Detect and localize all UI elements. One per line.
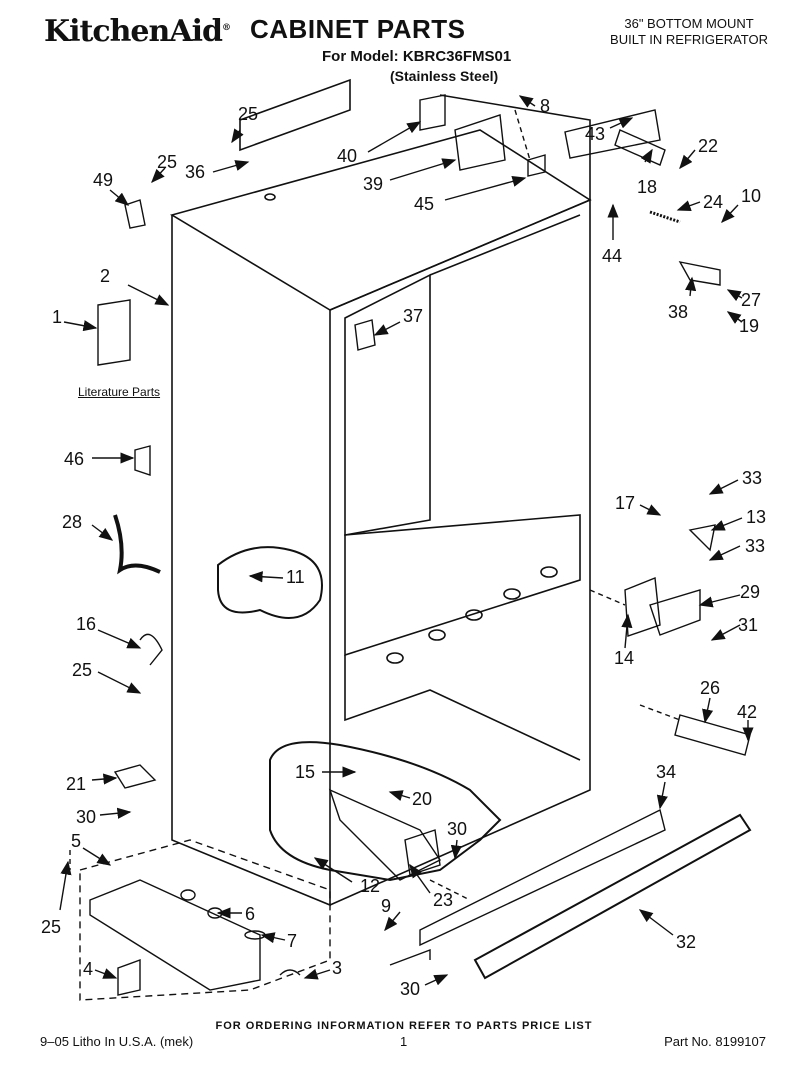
callout-43: 43 (585, 124, 605, 144)
callout-22: 22 (698, 136, 718, 156)
callout-1: 1 (52, 307, 62, 327)
callout-46: 46 (64, 449, 84, 469)
callout-44: 44 (602, 246, 622, 266)
callout-23: 23 (433, 890, 453, 910)
callout-36: 36 (185, 162, 205, 182)
callout-6: 6 (245, 904, 255, 924)
callout-10: 10 (741, 186, 761, 206)
callout-5: 5 (71, 831, 81, 851)
callout-17: 17 (615, 493, 635, 513)
callout-25: 25 (157, 152, 177, 172)
callout-28: 28 (62, 512, 82, 532)
callout-4: 4 (83, 959, 93, 979)
callout-20: 20 (412, 789, 432, 809)
callout-30: 30 (447, 819, 467, 839)
callout-7: 7 (287, 931, 297, 951)
callout-26: 26 (700, 678, 720, 698)
brand-name: KitchenAid (44, 14, 223, 49)
callout-9: 9 (381, 896, 391, 916)
callout-40: 40 (337, 146, 357, 166)
callout-leaders (59, 95, 754, 986)
callout-39: 39 (363, 174, 383, 194)
ordering-note: FOR ORDERING INFORMATION REFER TO PARTS … (215, 1020, 593, 1032)
callout-21: 21 (66, 774, 86, 794)
page-number: 1 (400, 1034, 408, 1049)
product-line-2: BUILT IN REFRIGERATOR (610, 32, 768, 47)
callout-12: 12 (360, 876, 380, 896)
callout-16: 16 (76, 614, 96, 634)
callout-25: 25 (238, 104, 258, 124)
finish-line: (Stainless Steel) (390, 68, 499, 84)
callout-45: 45 (414, 194, 434, 214)
callout-32: 32 (676, 932, 696, 952)
callout-33: 33 (745, 536, 765, 556)
callout-11: 11 (286, 567, 305, 587)
literature-parts-label: Literature Parts (78, 385, 161, 399)
callout-38: 38 (668, 302, 688, 322)
callout-18: 18 (637, 177, 657, 197)
callout-37: 37 (403, 306, 423, 326)
callout-19: 19 (739, 316, 759, 336)
callout-42: 42 (737, 702, 757, 722)
page-title-block: CABINET PARTS For Model: KBRC36FMS01 (St… (250, 14, 570, 84)
callout-30: 30 (76, 807, 96, 827)
page-title: CABINET PARTS (250, 14, 466, 44)
callout-27: 27 (741, 290, 761, 310)
callout-14: 14 (614, 648, 634, 668)
model-line: For Model: KBRC36FMS01 (322, 48, 512, 65)
callout-2: 2 (100, 266, 110, 286)
callout-8: 8 (540, 96, 550, 116)
product-line-1: 36" BOTTOM MOUNT (624, 16, 754, 31)
callout-25: 25 (72, 660, 92, 680)
callout-34: 34 (656, 762, 676, 782)
brand-logo: KitchenAid® (44, 14, 231, 49)
product-type: 36" BOTTOM MOUNT BUILT IN REFRIGERATOR (610, 16, 768, 48)
cabinet-body (169, 78, 592, 907)
callout-25: 25 (41, 917, 61, 937)
callout-15: 15 (295, 762, 315, 782)
callout-30: 30 (400, 979, 420, 999)
callout-3: 3 (332, 958, 342, 978)
callout-24: 24 (703, 192, 723, 212)
callout-33: 33 (742, 468, 762, 488)
callout-49: 49 (93, 170, 113, 190)
part-number: Part No. 8199107 (664, 1034, 766, 1049)
callout-31: 31 (738, 615, 758, 635)
callout-13: 13 (746, 507, 766, 527)
litho-note: 9–05 Litho In U.S.A. (mek) (40, 1034, 194, 1049)
callout-29: 29 (740, 582, 760, 602)
